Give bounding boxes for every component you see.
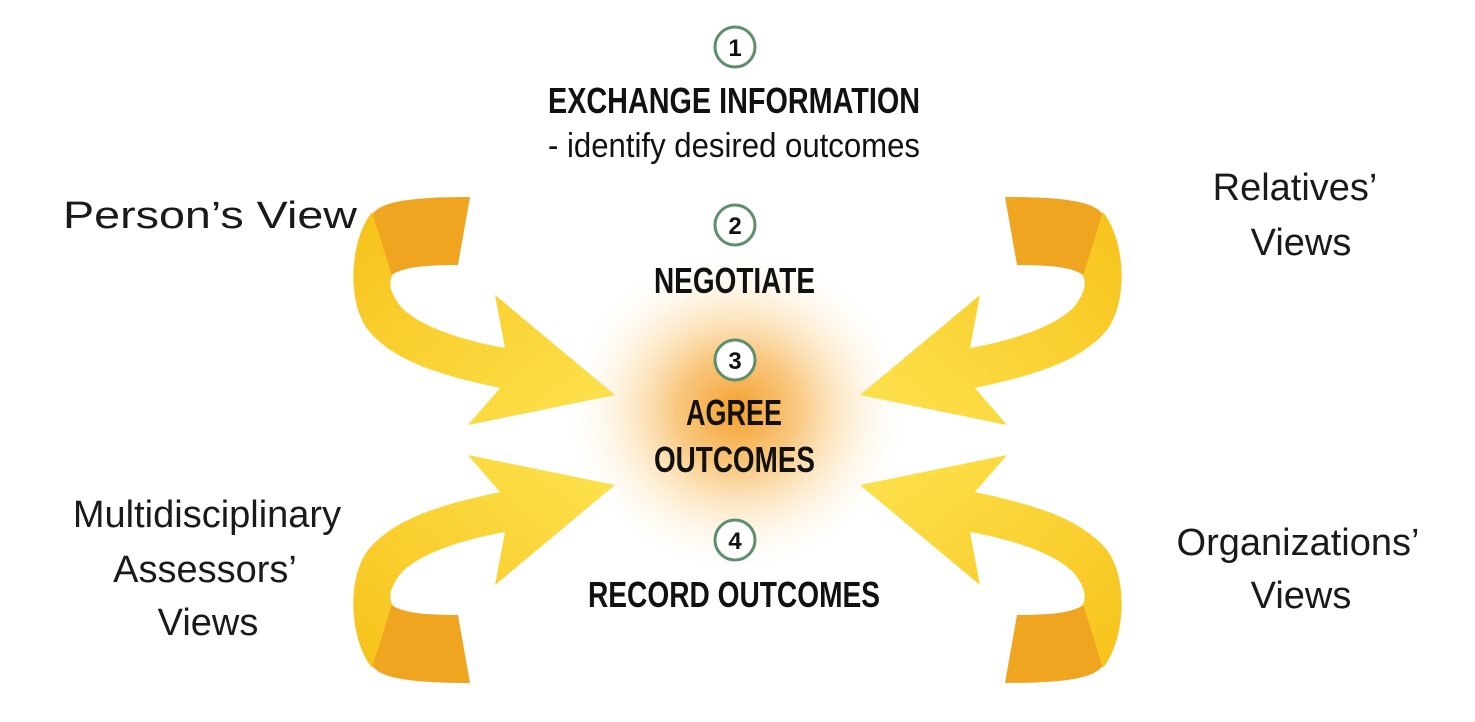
persons-view-label: Person’s View — [63, 195, 358, 237]
center-glow — [562, 245, 912, 575]
arrow-bottom-right-icon — [860, 455, 1122, 683]
step-1-subtitle: - identify desired outcomes — [548, 127, 920, 165]
assessors-views-line1: Multidisciplinary — [73, 494, 341, 536]
assessors-views-line3: Views — [158, 602, 259, 644]
assessors-views-line2: Assessors’ — [113, 549, 297, 591]
organizations-views-line1: Organizations’ — [1177, 522, 1420, 564]
step-4-number: 4 — [728, 528, 742, 555]
step-3-badge — [713, 338, 757, 382]
step-1: 1 EXCHANGE INFORMATION - identify desire… — [548, 25, 920, 165]
organizations-views-line2: Views — [1251, 575, 1352, 617]
step-2: 2 NEGOTIATE — [654, 203, 815, 301]
step-2-number: 2 — [728, 213, 741, 240]
assessors-views-label: Multidisciplinary Assessors’ Views — [73, 494, 341, 644]
step-1-badge — [713, 25, 757, 69]
step-3-title-line1: AGREE — [686, 392, 782, 433]
relatives-views-line2: Views — [1251, 222, 1352, 264]
step-2-badge — [713, 203, 757, 247]
relatives-views-line1: Relatives’ — [1213, 167, 1378, 209]
step-3-title-line2: OUTCOMES — [654, 439, 815, 480]
relatives-views-label: Relatives’ Views — [1213, 167, 1378, 264]
step-4-title: RECORD OUTCOMES — [588, 574, 880, 615]
arrow-bottom-left-icon — [353, 455, 615, 683]
organizations-views-label: Organizations’ Views — [1177, 522, 1420, 617]
arrow-top-right-icon — [860, 197, 1122, 425]
step-3-number: 3 — [728, 348, 741, 375]
step-2-title: NEGOTIATE — [654, 260, 815, 301]
step-3: 3 AGREE OUTCOMES — [654, 338, 815, 480]
step-4-badge — [713, 518, 757, 562]
step-1-title: EXCHANGE INFORMATION — [548, 80, 920, 121]
step-4: 4 RECORD OUTCOMES — [588, 518, 880, 615]
arrow-top-left-icon — [353, 197, 615, 425]
step-1-number: 1 — [728, 35, 741, 62]
